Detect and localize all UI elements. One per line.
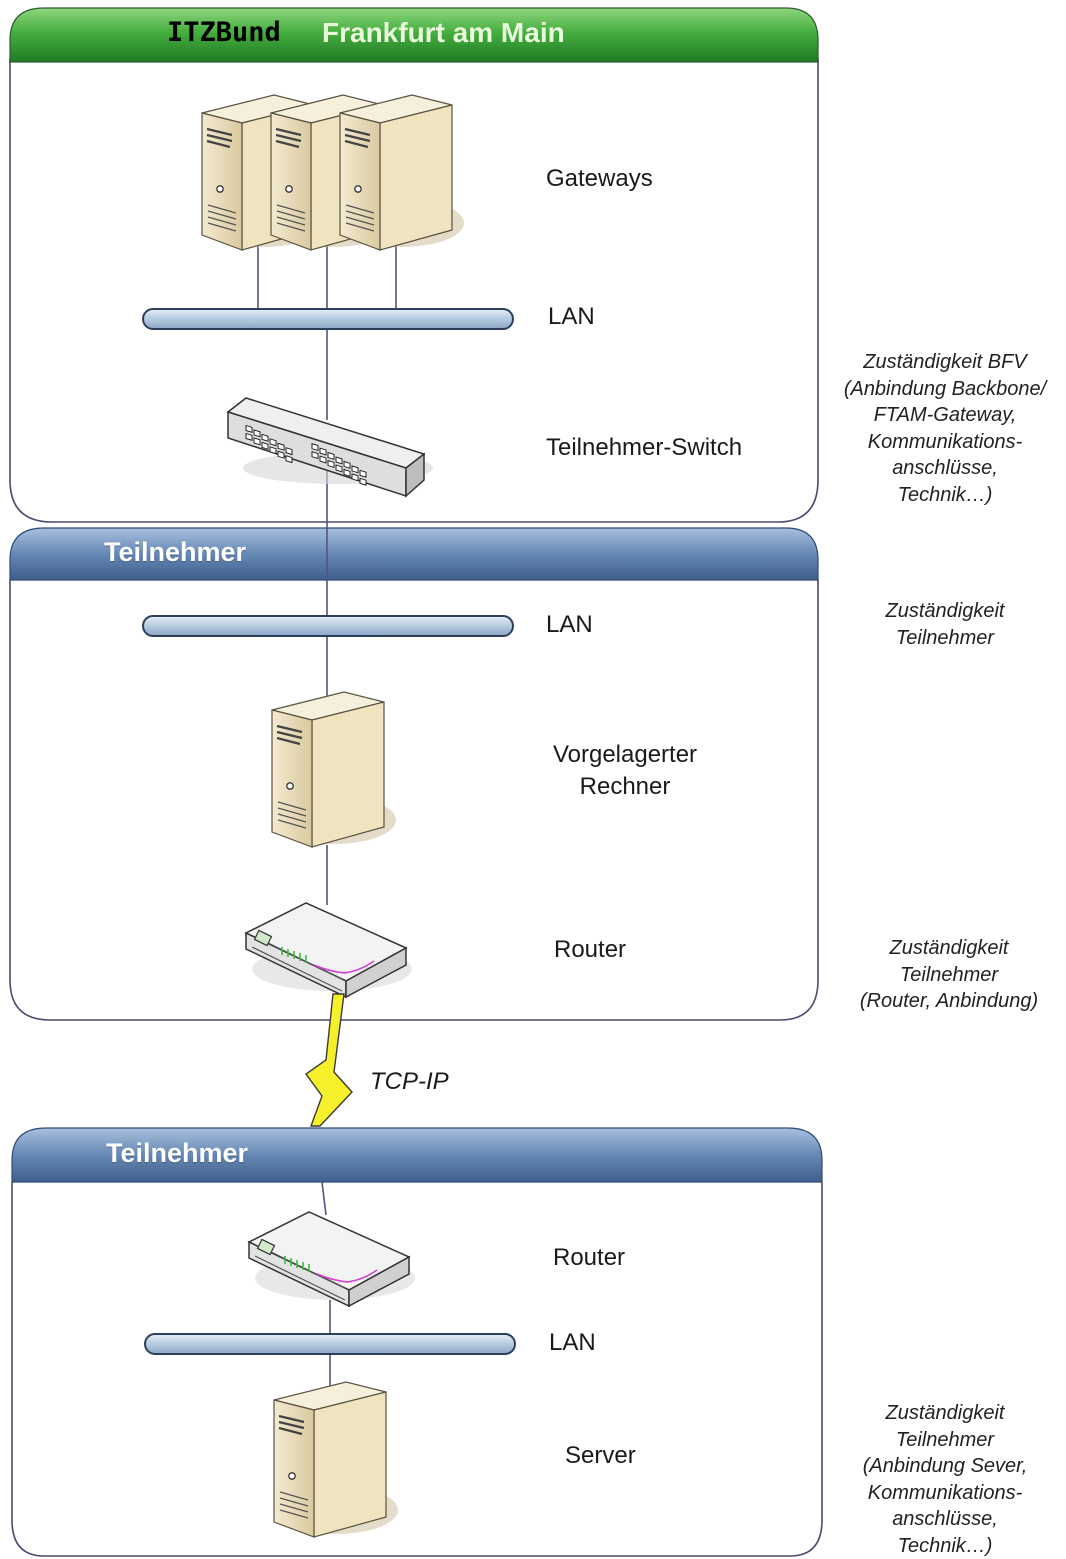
note-line: FTAM-Gateway, — [873, 404, 1017, 426]
teilnehmer-header-bar-2 — [11, 1127, 823, 1183]
label-lan-2: LAN — [546, 611, 593, 638]
label-lan-1: LAN — [548, 303, 595, 330]
teilnehmer-frame-1 — [9, 580, 819, 1021]
note-teilnehmer-lan: Zuständigkeit Teilnehmer — [830, 598, 1060, 651]
note-line: Zuständigkeit BFV — [863, 351, 1027, 373]
network-switch-icon — [226, 397, 433, 498]
note-line: Zuständigkeit — [885, 600, 1005, 622]
note-bfv: Zuständigkeit BFV (Anbindung Backbone/ F… — [830, 349, 1060, 508]
label-vorgelagert: Vorgelagerter Rechner — [530, 739, 720, 803]
label-tcp-ip: TCP-IP — [370, 1068, 449, 1095]
note-line: anschlüsse, — [892, 457, 998, 479]
location-title: Frankfurt am Main — [322, 17, 565, 48]
note-line: Zuständigkeit — [885, 1402, 1005, 1424]
label-lan-3: LAN — [549, 1329, 596, 1356]
label-vorgelagert-line1: Vorgelagerter — [552, 741, 698, 768]
server-tower-icon — [272, 1380, 400, 1539]
note-line: Teilnehmer — [899, 963, 999, 986]
label-server: Server — [565, 1442, 636, 1469]
note-line: Kommunikations- — [867, 430, 1023, 453]
note-line: Teilnehmer — [895, 626, 995, 649]
note-line: (Router, Anbindung) — [859, 990, 1039, 1012]
label-router-1: Router — [554, 936, 627, 963]
lan-bus-2 — [142, 615, 514, 637]
note-teilnehmer-router: Zuständigkeit Teilnehmer (Router, Anbind… — [834, 935, 1064, 1015]
note-teilnehmer-server: Zuständigkeit Teilnehmer (Anbindung Seve… — [830, 1400, 1060, 1559]
itzbund-header-bar — [9, 7, 819, 63]
note-line: Technik…) — [897, 1534, 993, 1557]
note-line: anschlüsse, — [892, 1508, 998, 1530]
note-line: (Anbindung Sever, — [862, 1455, 1028, 1477]
org-title: ITZBund — [167, 17, 281, 48]
note-line: (Anbindung Backbone/ — [843, 377, 1047, 400]
server-tower-icon — [270, 690, 398, 849]
label-vorgelagert-line2: Rechner — [579, 773, 671, 800]
lightning-link-icon — [305, 993, 353, 1127]
teilnehmer-title-1: Teilnehmer — [104, 537, 247, 567]
teilnehmer-frame-2 — [11, 1182, 823, 1557]
lan-bus-3 — [144, 1333, 516, 1355]
lan-bus-1 — [142, 308, 514, 330]
teilnehmer-header-bar-1 — [9, 527, 819, 581]
note-line: Teilnehmer — [895, 1428, 995, 1451]
label-switch: Teilnehmer-Switch — [546, 434, 743, 461]
server-tower-icon — [200, 93, 466, 252]
note-line: Zuständigkeit — [889, 937, 1009, 959]
note-line: Technik…) — [897, 483, 993, 506]
label-gateways: Gateways — [546, 165, 653, 192]
note-line: Kommunikations- — [867, 1481, 1023, 1504]
teilnehmer-title-2: Teilnehmer — [106, 1138, 249, 1168]
label-router-2: Router — [553, 1244, 626, 1271]
